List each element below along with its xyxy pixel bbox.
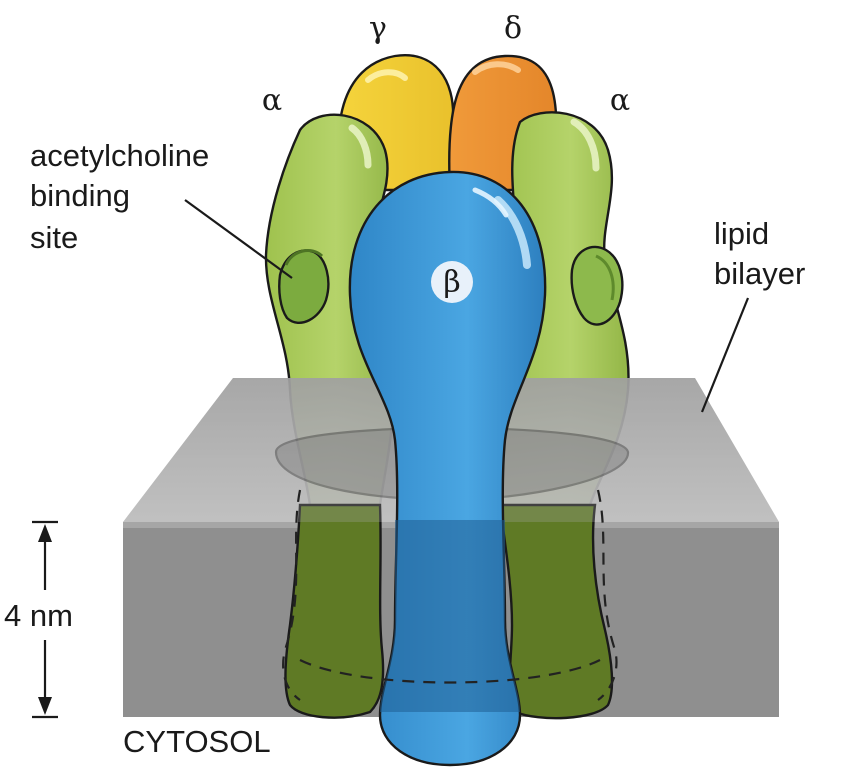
beta-label: β xyxy=(443,265,460,300)
scale-bar: 4 nm xyxy=(4,522,73,717)
binding-site-right xyxy=(572,247,623,325)
bilayer-label-line2: bilayer xyxy=(714,256,805,291)
bilayer-label-line1: lipid xyxy=(714,216,769,251)
binding-site-label-line2: binding xyxy=(30,178,130,213)
gamma-label: γ xyxy=(369,11,387,46)
bilayer-callout: lipid bilayer xyxy=(702,216,805,412)
binding-site-label-line3: site xyxy=(30,220,78,255)
alpha-right-label: α xyxy=(610,83,630,118)
cytosol-label: CYTOSOL xyxy=(123,724,271,759)
scale-label: 4 nm xyxy=(4,598,73,633)
binding-site-callout: acetylcholine binding site xyxy=(30,138,292,278)
delta-label: δ xyxy=(504,11,522,46)
bilayer-leader-line xyxy=(702,298,748,412)
binding-site-left xyxy=(279,250,328,322)
alpha-left-label: α xyxy=(262,83,282,118)
binding-site-label-line1: acetylcholine xyxy=(30,138,209,173)
alpha-left-transmembrane xyxy=(285,505,383,718)
